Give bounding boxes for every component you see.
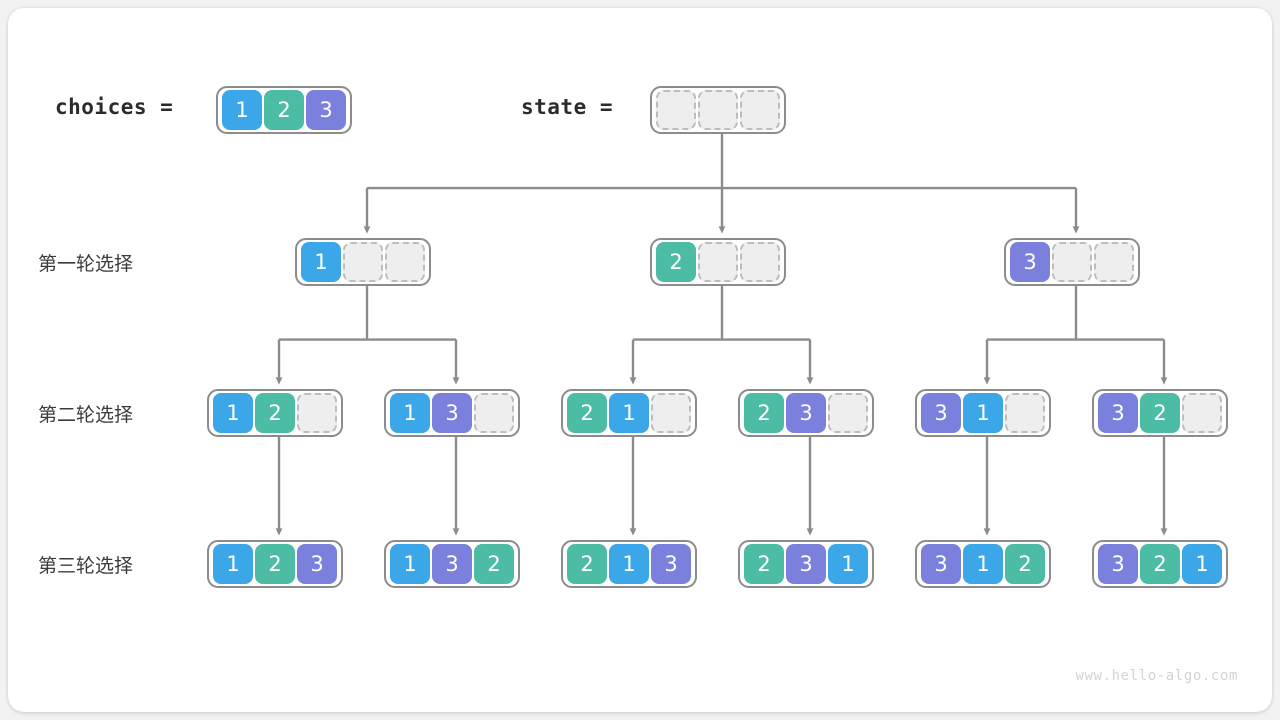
watermark: www.hello-algo.com	[1075, 668, 1238, 684]
level-3-node-1-cell-0: 1	[390, 544, 430, 584]
choices-array-cell-0: 1	[222, 90, 262, 130]
level-2-node-3-cell-2	[828, 393, 868, 433]
state-array	[650, 86, 786, 134]
level-2-node-1-cell-0: 1	[390, 393, 430, 433]
level-2-node-1-cell-1: 3	[432, 393, 472, 433]
level-2-node-3-cell-0: 2	[744, 393, 784, 433]
level-3-node-3-cell-2: 1	[828, 544, 868, 584]
level-2-node-4-cell-1: 1	[963, 393, 1003, 433]
state-array-cell-0	[656, 90, 696, 130]
level-1-node-0: 1	[295, 238, 431, 286]
level-2-node-5-cell-2	[1182, 393, 1222, 433]
level-1-node-1-cell-2	[740, 242, 780, 282]
state-label: state =	[521, 95, 614, 119]
level-3-node-2-cell-0: 2	[567, 544, 607, 584]
diagram-card	[8, 8, 1272, 712]
level-1-node-1: 2	[650, 238, 786, 286]
level-3-node-0-cell-0: 1	[213, 544, 253, 584]
level-1-node-0-cell-0: 1	[301, 242, 341, 282]
level-2-node-5-cell-1: 2	[1140, 393, 1180, 433]
level-1-node-2-cell-2	[1094, 242, 1134, 282]
choices-label: choices =	[55, 95, 174, 119]
level-2-node-1-cell-2	[474, 393, 514, 433]
level-1-node-2-cell-0: 3	[1010, 242, 1050, 282]
level-3-node-2-cell-2: 3	[651, 544, 691, 584]
level-2-node-2-cell-0: 2	[567, 393, 607, 433]
level-1-node-0-cell-1	[343, 242, 383, 282]
level-3-node-4-cell-2: 2	[1005, 544, 1045, 584]
level-3-node-0-cell-2: 3	[297, 544, 337, 584]
state-array-cell-1	[698, 90, 738, 130]
level-2-node-0-cell-2	[297, 393, 337, 433]
level-2-node-0-cell-0: 1	[213, 393, 253, 433]
level-2-node-0-cell-1: 2	[255, 393, 295, 433]
choices-array-cell-2: 3	[306, 90, 346, 130]
choices-array-cell-1: 2	[264, 90, 304, 130]
level-2-node-4-cell-0: 3	[921, 393, 961, 433]
level-3-node-1-cell-2: 2	[474, 544, 514, 584]
level-3-node-5-cell-0: 3	[1098, 544, 1138, 584]
level-3-node-3-cell-1: 3	[786, 544, 826, 584]
row-label-round-2: 第二轮选择	[38, 404, 134, 426]
level-2-node-3-cell-1: 3	[786, 393, 826, 433]
level-2-node-2-cell-2	[651, 393, 691, 433]
level-1-node-1-cell-0: 2	[656, 242, 696, 282]
level-3-node-3-cell-0: 2	[744, 544, 784, 584]
level-3-node-4-cell-0: 3	[921, 544, 961, 584]
level-3-node-1-cell-1: 3	[432, 544, 472, 584]
state-array-cell-2	[740, 90, 780, 130]
level-1-node-1-cell-1	[698, 242, 738, 282]
level-1-node-0-cell-2	[385, 242, 425, 282]
level-1-node-2-cell-1	[1052, 242, 1092, 282]
level-2-node-5-cell-0: 3	[1098, 393, 1138, 433]
level-3-node-4-cell-1: 1	[963, 544, 1003, 584]
level-3-node-2-cell-1: 1	[609, 544, 649, 584]
level-1-node-2: 3	[1004, 238, 1140, 286]
level-2-node-2-cell-1: 1	[609, 393, 649, 433]
level-3-node-5-cell-1: 2	[1140, 544, 1180, 584]
row-label-round-3: 第三轮选择	[38, 555, 134, 577]
level-3-node-0-cell-1: 2	[255, 544, 295, 584]
row-label-round-1: 第一轮选择	[38, 253, 134, 275]
level-3-node-5-cell-2: 1	[1182, 544, 1222, 584]
level-2-node-4-cell-2	[1005, 393, 1045, 433]
